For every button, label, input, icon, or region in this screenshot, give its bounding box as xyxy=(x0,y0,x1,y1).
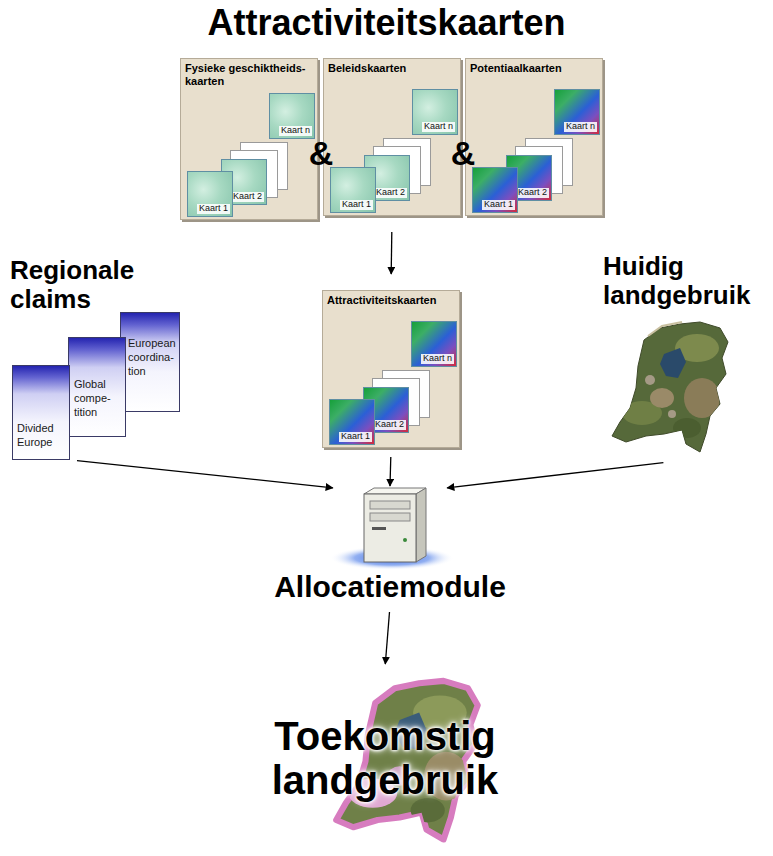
diagram-node: Allocatiemodule xyxy=(252,488,528,606)
map-tile: Kaart n xyxy=(269,93,315,139)
current-map xyxy=(612,322,728,452)
tile-label: Kaart 2 xyxy=(516,188,549,198)
panel-title: Attractiviteitskaarten xyxy=(323,291,459,307)
tile-label: Kaart 2 xyxy=(373,420,406,430)
flow-arrow xyxy=(447,463,663,488)
computer-icon xyxy=(364,494,416,562)
panel-title: Fysieke geschiktheids-kaarten xyxy=(181,59,317,87)
diagram-title: Attractiviteitskaarten xyxy=(0,2,773,43)
tile-label: Kaart 1 xyxy=(482,200,515,210)
node-heading: Huidig landgebruik xyxy=(603,252,769,310)
diagram-node: Toekomstig landgebruik xyxy=(252,668,518,850)
tile-label: Kaart 2 xyxy=(374,188,407,198)
scenario-text: Divided Europe xyxy=(17,422,66,450)
land-texture xyxy=(645,375,655,385)
ampersand-symbol: & xyxy=(448,136,478,170)
computer-icon xyxy=(370,513,410,521)
diagram-node: Huidig landgebruik xyxy=(603,252,769,462)
map-tile: Kaart n xyxy=(554,89,600,135)
computer-icon xyxy=(372,527,386,530)
lake xyxy=(660,348,686,378)
map-tile: Kaart 1 xyxy=(329,399,375,445)
panel-title: Potentiaalkaarten xyxy=(466,59,602,75)
map-panel: AttractiviteitskaartenKaart 1Kaart 2 Kaar… xyxy=(322,290,460,448)
node-heading: Toekomstig landgebruik xyxy=(252,668,518,802)
land-area xyxy=(612,322,728,452)
scenario-box: Divided Europe xyxy=(12,365,70,460)
flow-arrow xyxy=(77,461,333,488)
scenario-text: European coordina-tion xyxy=(128,337,176,378)
flow-arrow xyxy=(385,612,389,664)
map-tile: Kaart 1 xyxy=(187,171,233,217)
flow-arrow xyxy=(391,232,393,274)
land-texture xyxy=(673,418,701,438)
tile-label: Kaart 1 xyxy=(197,204,230,214)
computer-icon xyxy=(330,488,454,570)
islands xyxy=(648,322,682,336)
tile-label: Kaart n xyxy=(279,126,312,136)
panel-title: Beleidskaarten xyxy=(324,59,460,75)
computer-icon xyxy=(416,488,426,562)
map-panel: PotentiaalkaartenKaart 1Kaart 2 Kaart n xyxy=(465,58,603,216)
scenario-text: Global compe-tition xyxy=(74,378,122,419)
computer-icon xyxy=(370,501,410,509)
map-tile: Kaart n xyxy=(412,89,458,135)
land-texture xyxy=(684,378,720,418)
tile-label: Kaart 1 xyxy=(339,432,372,442)
group-label: Regionale claims xyxy=(10,256,160,314)
land-texture xyxy=(668,410,676,418)
land-texture xyxy=(622,334,720,438)
tile-label: Kaart 2 xyxy=(231,192,264,202)
tile-label: Kaart n xyxy=(422,122,455,132)
tile-label: Kaart n xyxy=(564,122,597,132)
tile-label: Kaart 1 xyxy=(340,200,373,210)
computer-icon xyxy=(403,538,407,542)
flow-arrow xyxy=(389,457,391,486)
map-panel: Fysieke geschiktheids-kaartenKaart 1Kaar… xyxy=(180,58,318,220)
map-tile: Kaart 1 xyxy=(330,167,376,213)
tile-label: Kaart n xyxy=(421,354,454,364)
ampersand-symbol: & xyxy=(306,136,336,170)
map-panel: BeleidskaartenKaart 1Kaart 2 Kaart n xyxy=(323,58,461,216)
scenario-box: European coordina-tion xyxy=(120,312,180,412)
land-texture xyxy=(650,388,674,408)
node-heading: Allocatiemodule xyxy=(252,570,528,605)
scenario-box: Global compe-tition xyxy=(68,337,126,437)
map-tile: Kaart 1 xyxy=(472,167,518,213)
map-tile: Kaart n xyxy=(411,321,457,367)
